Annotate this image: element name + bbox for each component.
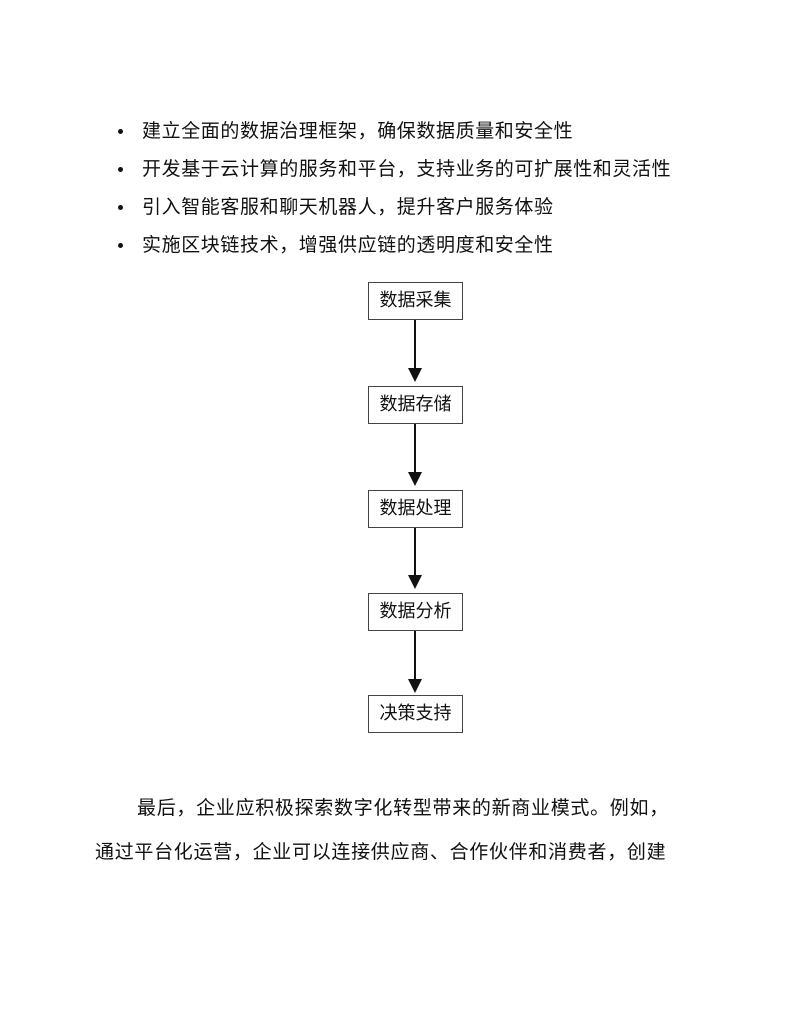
bullet-text: 引入智能客服和聊天机器人，提升客户服务体验 (142, 196, 554, 218)
flow-step-data-processing: 数据处理 (368, 490, 463, 528)
bullet-list: 建立全面的数据治理框架，确保数据质量和安全性 开发基于云计算的服务和平台，支持业… (117, 116, 671, 268)
bullet-text: 开发基于云计算的服务和平台，支持业务的可扩展性和灵活性 (142, 158, 672, 180)
bullet-dot-icon (118, 205, 123, 210)
arrow-process-to-analyze (408, 528, 422, 589)
bullet-text: 建立全面的数据治理框架，确保数据质量和安全性 (142, 120, 574, 142)
bullet-dot-icon (118, 167, 123, 172)
flow-step-data-collection: 数据采集 (368, 282, 463, 320)
bullet-item-blockchain: 实施区块链技术，增强供应链的透明度和安全性 (117, 230, 671, 268)
paragraph-line: 通过平台化运营，企业可以连接供应商、合作伙伴和消费者，创建 (95, 841, 667, 863)
paragraph-line: 最后，企业应积极探索数字化转型带来的新商业模式。例如， (137, 797, 669, 819)
bullet-item-data-governance: 建立全面的数据治理框架，确保数据质量和安全性 (117, 116, 671, 154)
flow-step-data-analysis: 数据分析 (368, 593, 463, 631)
bullet-dot-icon (118, 129, 123, 134)
bullet-item-smart-service: 引入智能客服和聊天机器人，提升客户服务体验 (117, 192, 671, 230)
flow-step-data-storage: 数据存储 (368, 386, 463, 424)
body-paragraph: 最后，企业应积极探索数字化转型带来的新商业模式。例如， 通过平台化运营，企业可以… (95, 788, 715, 876)
arrow-collect-to-store (408, 320, 422, 382)
arrow-analyze-to-decide (408, 631, 422, 693)
arrow-store-to-process (408, 424, 422, 486)
bullet-item-cloud-services: 开发基于云计算的服务和平台，支持业务的可扩展性和灵活性 (117, 154, 671, 192)
bullet-dot-icon (118, 243, 123, 248)
flow-step-decision-support: 决策支持 (368, 695, 463, 733)
bullet-text: 实施区块链技术，增强供应链的透明度和安全性 (142, 234, 554, 256)
